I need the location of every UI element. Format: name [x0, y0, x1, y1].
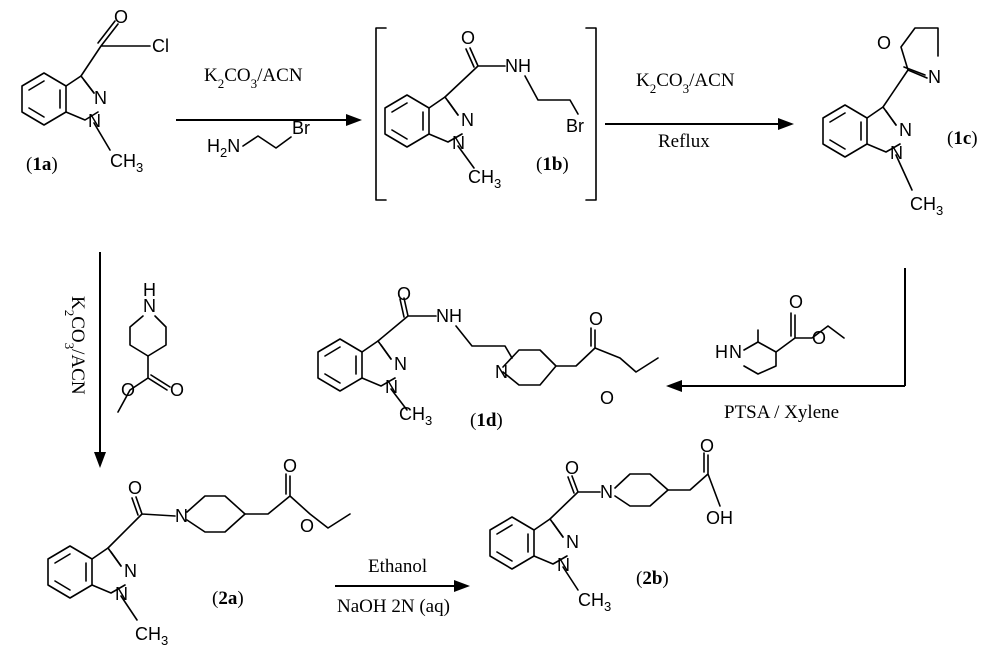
atom-N: N — [600, 482, 613, 502]
atom-O: O — [789, 292, 803, 312]
atom-N: N — [729, 342, 742, 362]
methyl-label: CH3 — [135, 624, 168, 648]
atom-N: N — [461, 110, 474, 130]
conditions-k2co3-acn: K2CO3/ACN — [204, 65, 303, 91]
compound-2b-structure: O N O OH N N CH3 — [489, 436, 733, 614]
atom-H: H — [143, 280, 156, 300]
atom-O: O — [114, 7, 128, 27]
methyl-label: CH3 — [110, 151, 143, 175]
atom-N: N — [566, 532, 579, 552]
atom-Br: Br — [292, 118, 310, 138]
bromoethylamine-reagent: H2N Br — [207, 118, 310, 160]
atom-O: O — [283, 456, 297, 476]
atom-O: O — [461, 28, 475, 48]
arrow-1c-to-1d — [666, 268, 906, 392]
arrow-1a-to-1b — [176, 114, 362, 126]
amine-label: H2N — [207, 136, 240, 160]
atom-O: O — [700, 436, 714, 456]
atom-N: N — [928, 67, 941, 87]
atom-O: O — [397, 284, 411, 304]
atom-O: O — [812, 328, 826, 348]
atom-O: O — [877, 33, 891, 53]
conditions-ptsa-xylene: PTSA / Xylene — [724, 402, 839, 423]
atom-N: N — [94, 88, 107, 108]
atom-O: O — [170, 380, 184, 400]
atom-N: N — [899, 120, 912, 140]
compound-label-1a: (1a) — [26, 154, 58, 175]
ethyl-isonipecotate-reagent: H N O O — [715, 292, 845, 375]
atom-Br: Br — [566, 116, 584, 136]
atom-H: H — [715, 342, 728, 362]
bracket-right — [585, 27, 597, 201]
atom-N: N — [115, 584, 128, 604]
atom-O: O — [600, 388, 614, 408]
atom-N: N — [385, 377, 398, 397]
compound-label-2a: (2a) — [212, 588, 244, 609]
atom-O: O — [565, 458, 579, 478]
atom-Cl: Cl — [152, 36, 169, 56]
atom-O: O — [121, 380, 135, 400]
arrow-1b-to-1c — [605, 118, 794, 130]
atom-N: N — [143, 296, 156, 316]
conditions-reflux: Reflux — [658, 131, 710, 152]
ethyl-isonipecotate-reagent: H N O O — [117, 280, 184, 413]
conditions-naoh: NaOH 2N (aq) — [337, 596, 450, 617]
compound-label-1c: (1c) — [947, 128, 978, 149]
conditions-ethanol: Ethanol — [368, 556, 427, 577]
atom-O: O — [589, 309, 603, 329]
atom-N: N — [88, 111, 101, 131]
methyl-label: CH3 — [910, 194, 943, 218]
atom-O: O — [300, 516, 314, 536]
bracket-left — [375, 27, 387, 201]
atom-NH: NH — [436, 306, 462, 326]
compound-label-1d: (1d) — [470, 410, 503, 431]
compound-1b-structure: O NH Br N N CH3 — [384, 28, 584, 191]
conditions-k2co3-acn-vertical: K2CO3/ACN — [62, 296, 88, 395]
conditions-k2co3-acn: K2CO3/ACN — [636, 70, 735, 96]
atom-N: N — [394, 354, 407, 374]
compound-label-1b: (1b) — [536, 154, 569, 175]
atom-N: N — [452, 133, 465, 153]
compound-1c-structure: O N N N CH3 — [822, 27, 943, 218]
compound-label-2b: (2b) — [636, 568, 669, 589]
compound-2a-structure: O N O O N N CH3 — [47, 456, 351, 648]
methyl-label: CH3 — [578, 590, 611, 614]
atom-N: N — [175, 506, 188, 526]
atom-NH: NH — [505, 56, 531, 76]
atom-N: N — [557, 555, 570, 575]
arrow-2a-to-2b — [335, 580, 470, 592]
methyl-label: CH3 — [468, 167, 501, 191]
compound-1a-structure: O Cl N N CH3 — [21, 7, 169, 175]
atom-OH: OH — [706, 508, 733, 528]
atom-O: O — [128, 478, 142, 498]
atom-N: N — [890, 143, 903, 163]
atom-N: N — [124, 561, 137, 581]
compound-1d-structure: O NH N O O N N CH3 — [317, 284, 659, 428]
atom-N: N — [495, 362, 508, 382]
methyl-label: CH3 — [399, 404, 432, 428]
arrow-1a-to-2a — [94, 252, 106, 468]
